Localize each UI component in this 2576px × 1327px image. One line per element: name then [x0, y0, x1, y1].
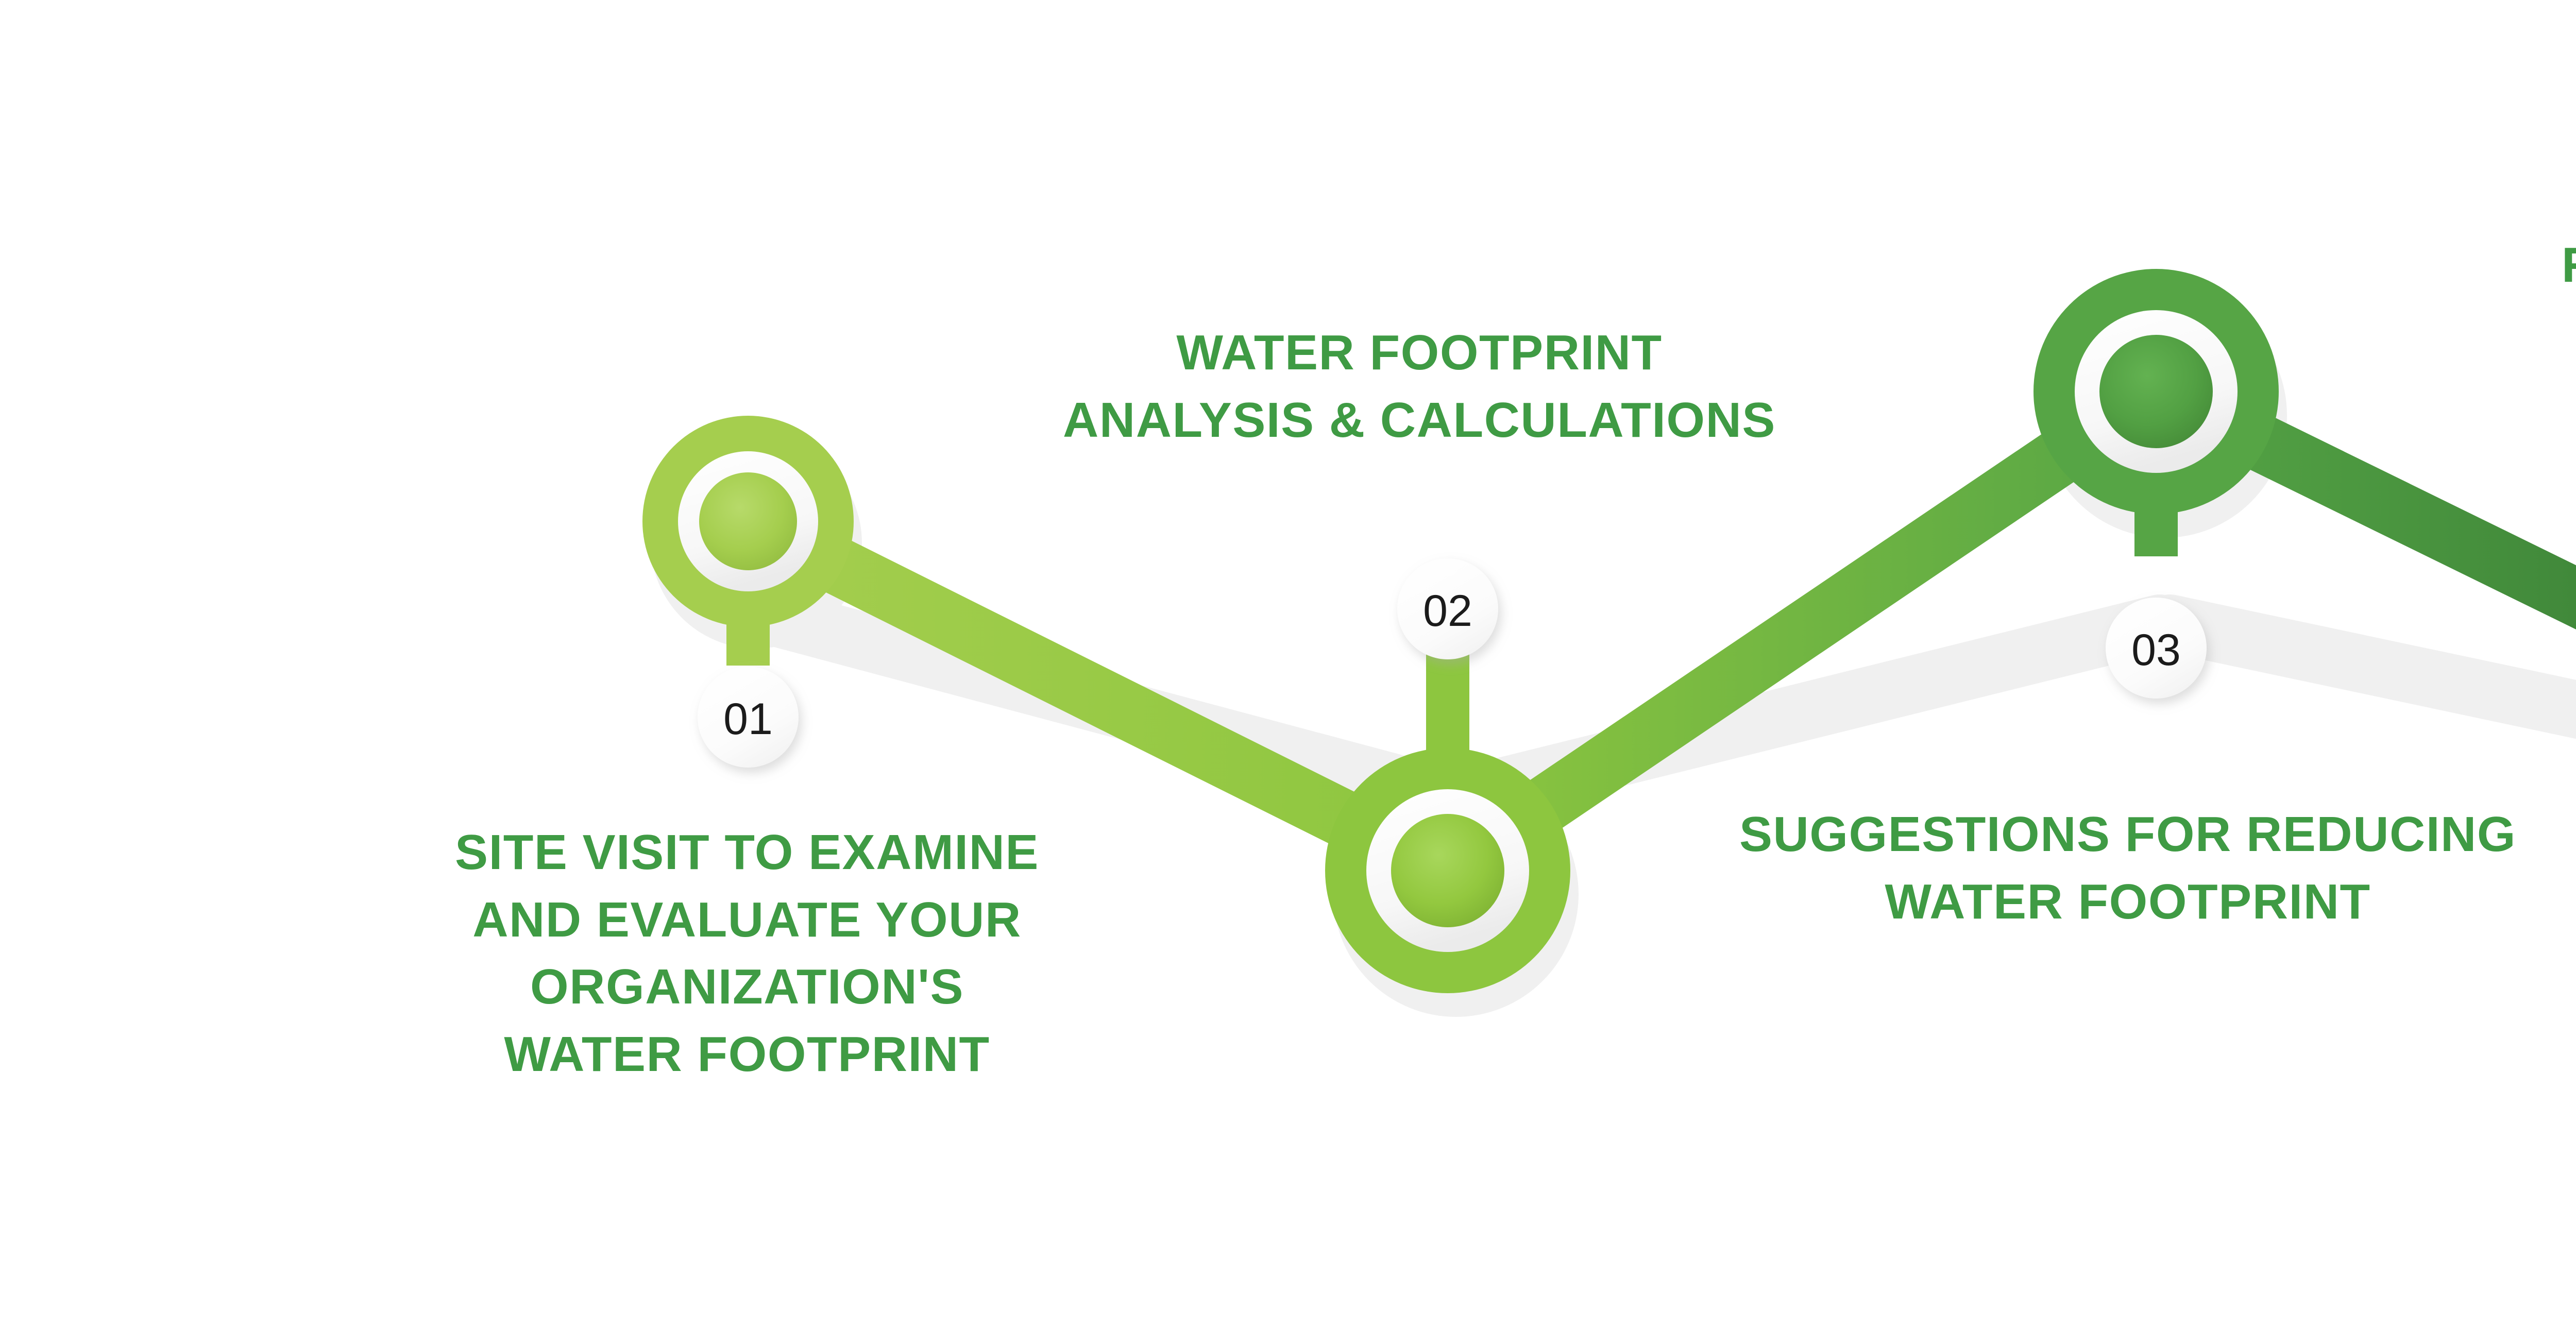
badge-step-01[interactable]: 01 — [698, 667, 799, 768]
step-label-01: SITE VISIT TO EXAMINE AND EVALUATE YOUR … — [455, 825, 1039, 1082]
badge-03-circle — [2106, 598, 2207, 699]
connector-02-03 — [1419, 363, 2185, 899]
step-label-03: SUGGESTIONS FOR REDUCING WATER FOOTPRINT — [1739, 807, 2517, 929]
badge-03-number: 03 — [2131, 625, 2181, 675]
connector-shadow-3-4 — [2141, 594, 2576, 739]
connectors — [719, 363, 2576, 899]
node-02-inner-dot — [1391, 814, 1504, 927]
node-01-inner-dot — [699, 472, 797, 570]
node-step-02[interactable] — [1325, 748, 1570, 993]
badge-step-02[interactable]: 02 — [1397, 558, 1498, 659]
badge-02-number: 02 — [1423, 586, 1472, 636]
badge-step-03[interactable]: 03 — [2106, 598, 2207, 699]
step-label-02: WATER FOOTPRINT ANALYSIS & CALCULATIONS — [1063, 325, 1776, 448]
connector-03-04 — [2127, 363, 2576, 630]
node-step-03[interactable] — [2033, 269, 2279, 514]
badge-01-circle — [698, 667, 799, 768]
badge-01-number: 01 — [723, 694, 773, 744]
connector-01-02 — [719, 492, 1477, 899]
step-label-04: RECOMMENDING APPROPRIATE SUSTAINABLE & M… — [2421, 232, 2576, 434]
node-step-01[interactable] — [642, 416, 854, 627]
badge-02-circle — [1397, 558, 1498, 659]
node-03-inner-dot — [2099, 335, 2213, 448]
